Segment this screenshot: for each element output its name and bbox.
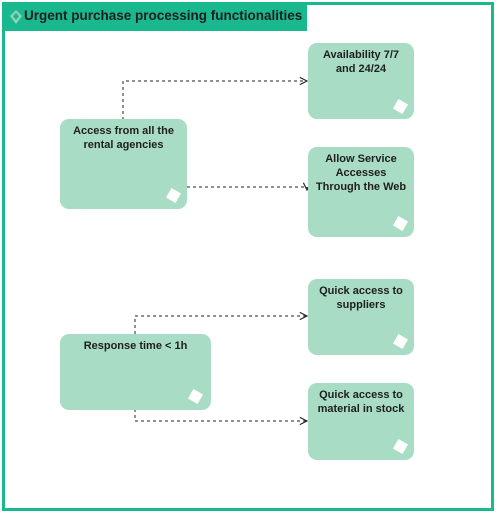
- node-web-access-label: Allow Service Accesses Through the Web: [315, 153, 407, 193]
- node-suppliers[interactable]: Quick access to suppliers: [308, 279, 414, 355]
- node-access-agencies[interactable]: Access from all the rental agencies: [60, 119, 187, 209]
- white-diamond-icon: [392, 98, 409, 115]
- node-response-time-label: Response time < 1h: [83, 340, 188, 352]
- diagram-title-bar: Urgent purchase processing functionaliti…: [5, 4, 307, 31]
- link-agencies-to-web: [187, 187, 307, 190]
- link-agencies-to-availability: [122, 81, 307, 120]
- node-access-agencies-label: Access from all the rental agencies: [73, 125, 174, 151]
- white-diamond-icon: [392, 215, 409, 232]
- link-response-to-stock: [134, 409, 307, 421]
- white-diamond-icon: [392, 333, 409, 350]
- node-availability[interactable]: Availability 7/7 and 24/24: [308, 43, 414, 119]
- diamond-tag-icon: [10, 10, 22, 24]
- node-availability-label: Availability 7/7 and 24/24: [322, 49, 400, 75]
- node-stock[interactable]: Quick access to material in stock: [308, 383, 414, 460]
- diagram-frame: [2, 2, 494, 511]
- white-diamond-icon: [187, 388, 204, 405]
- white-diamond-icon: [392, 438, 409, 455]
- diagram-title: Urgent purchase processing functionaliti…: [24, 8, 303, 23]
- node-web-access[interactable]: Allow Service Accesses Through the Web: [308, 147, 414, 237]
- node-stock-label: Quick access to material in stock: [317, 389, 405, 415]
- node-suppliers-label: Quick access to suppliers: [319, 285, 403, 311]
- node-response-time[interactable]: Response time < 1h: [60, 334, 211, 410]
- white-diamond-icon: [165, 187, 182, 204]
- link-response-to-suppliers: [134, 316, 307, 334]
